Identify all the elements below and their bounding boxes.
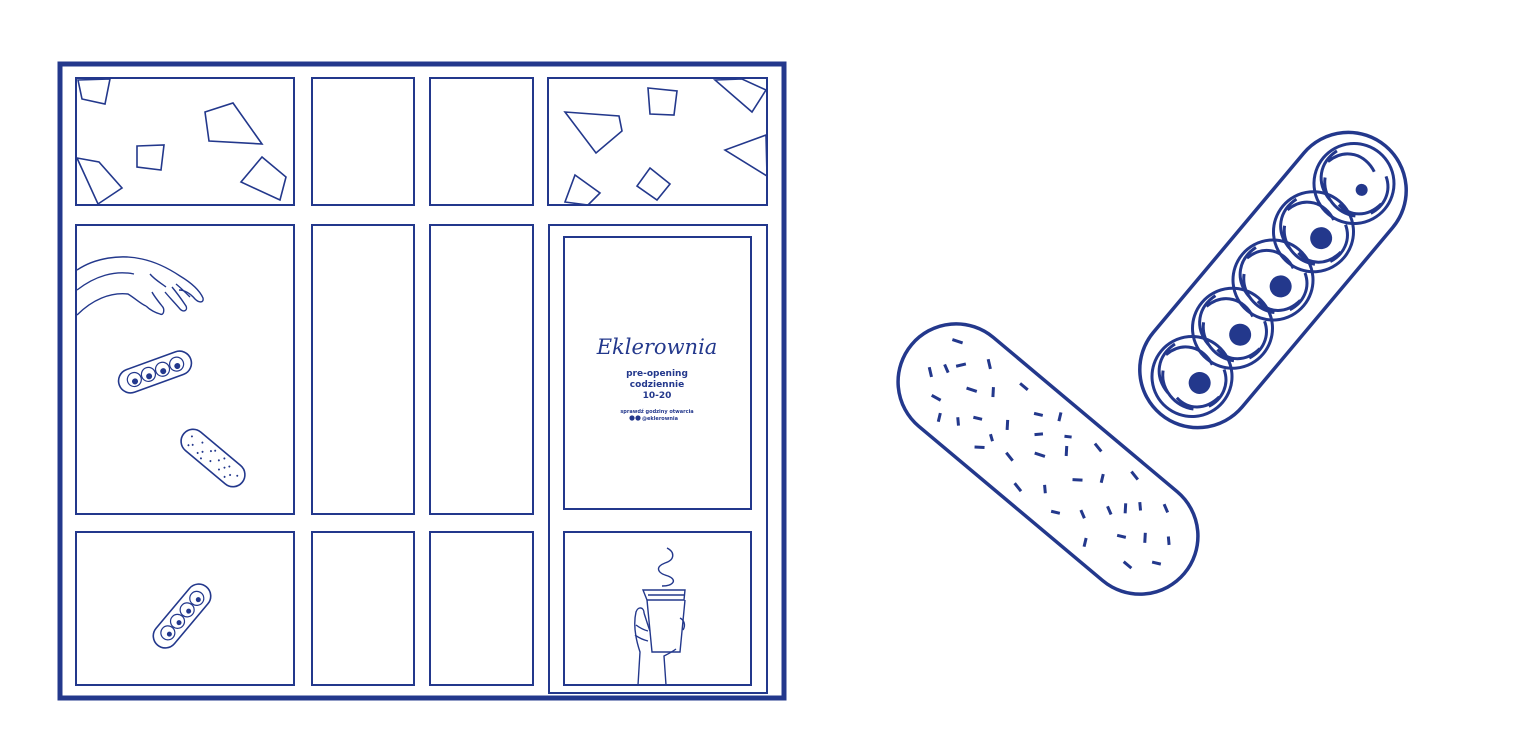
window-top-3: [429, 77, 534, 206]
confetti-icon: [563, 78, 768, 206]
confetti-icon: [75, 78, 287, 206]
storefront-frame: [57, 61, 787, 701]
eclair-icon: [117, 350, 193, 394]
eclair-icon: [1138, 130, 1408, 430]
door-frame: [548, 224, 768, 694]
social-handle: @eklerownia: [642, 416, 678, 422]
poster-line-2: codziennie: [630, 380, 684, 390]
brand-name: Eklerownia: [596, 335, 718, 359]
eclair-icon: [180, 428, 246, 488]
poster-line-3: 10-20: [643, 391, 672, 401]
window-top-2: [311, 77, 415, 206]
instagram-icon: [629, 415, 635, 421]
door-lower-panel: [563, 531, 752, 686]
window-middle-2: [311, 224, 415, 515]
coffee-cup-illustration: [634, 547, 686, 686]
poster-line-1: pre-opening: [626, 369, 688, 379]
window-bottom-3: [429, 531, 534, 686]
window-bottom-left: [75, 531, 295, 686]
window-top-right: [547, 77, 768, 206]
door-poster-panel: [563, 236, 752, 510]
window-middle-3: [429, 224, 534, 515]
eclair-icon: [896, 322, 1200, 596]
eclair-icon: [152, 583, 212, 649]
poster-note: sprawdź godziny otwarcia: [620, 408, 693, 415]
window-middle-left: [75, 224, 295, 515]
window-top-left: [75, 77, 295, 206]
door-poster: Eklerownia pre-opening codziennie 10-20 …: [596, 335, 718, 422]
facebook-icon: [635, 415, 641, 421]
window-bottom-2: [311, 531, 415, 686]
hand-illustration: [76, 256, 204, 316]
